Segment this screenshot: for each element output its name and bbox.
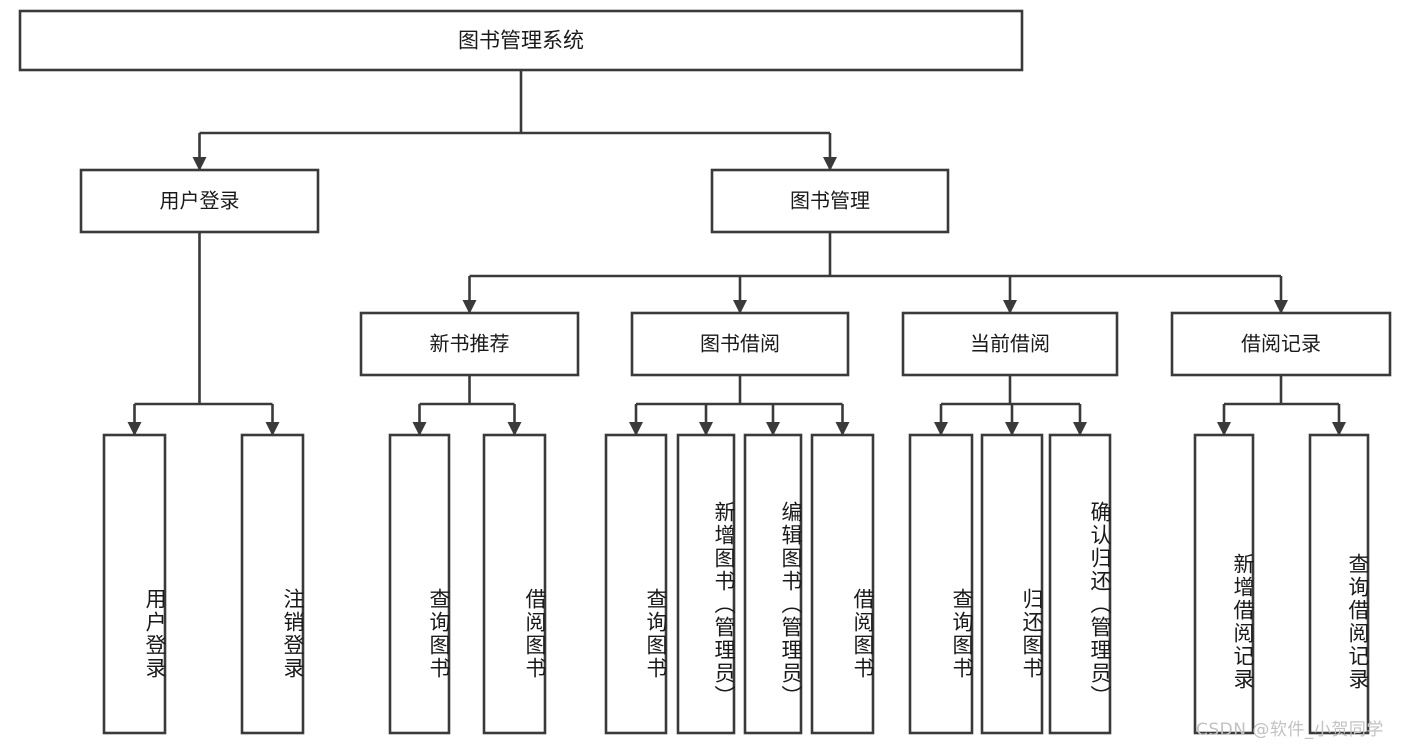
arrow-head-icon bbox=[462, 300, 477, 314]
node-box-新增图书管理员[interactable] bbox=[676, 433, 736, 735]
connectors-layer bbox=[127, 70, 1346, 436]
node-box-查询借阅记录[interactable] bbox=[1308, 433, 1370, 735]
arrow-head-icon bbox=[507, 422, 522, 436]
arrow-head-icon bbox=[412, 422, 427, 436]
node-box-图书借阅[interactable] bbox=[630, 311, 850, 377]
arrow-head-icon bbox=[766, 422, 780, 436]
node-label-图书管理系统: 图书管理系统 bbox=[458, 29, 584, 53]
arrow-head-icon bbox=[1332, 422, 1346, 436]
node-box-查询图书[interactable] bbox=[604, 433, 668, 735]
node-box-注销登录[interactable] bbox=[240, 433, 305, 735]
node-box-归还图书[interactable] bbox=[980, 433, 1044, 735]
node-box-查询图书[interactable] bbox=[388, 433, 451, 735]
arrow-head-icon bbox=[733, 300, 747, 314]
node-label-新书推荐: 新书推荐 bbox=[430, 332, 510, 356]
arrow-head-icon bbox=[1217, 422, 1231, 436]
node-box-新增借阅记录[interactable] bbox=[1193, 433, 1255, 735]
node-label-图书管理: 图书管理 bbox=[790, 189, 870, 213]
arrow-head-icon bbox=[1003, 300, 1017, 314]
arrow-head-icon bbox=[835, 422, 850, 436]
node-box-用户登录[interactable] bbox=[102, 433, 167, 735]
node-label-图书借阅: 图书借阅 bbox=[700, 332, 780, 356]
arrow-head-icon bbox=[699, 422, 713, 436]
node-box-借阅图书[interactable] bbox=[482, 433, 547, 735]
node-label-当前借阅: 当前借阅 bbox=[970, 332, 1050, 356]
arrow-head-icon bbox=[823, 157, 837, 171]
node-box-图书管理[interactable] bbox=[710, 168, 950, 234]
node-box-当前借阅[interactable] bbox=[901, 311, 1119, 377]
node-box-查询图书[interactable] bbox=[908, 433, 974, 735]
node-box-借阅记录[interactable] bbox=[1170, 311, 1392, 377]
node-box-图书管理系统[interactable] bbox=[18, 9, 1024, 72]
boxes-layer bbox=[18, 9, 1392, 735]
arrow-head-icon bbox=[1073, 422, 1087, 436]
node-box-确认归还管理员[interactable] bbox=[1048, 433, 1112, 735]
arrow-head-icon bbox=[629, 422, 643, 436]
node-label-用户登录: 用户登录 bbox=[160, 189, 240, 213]
arrow-head-icon bbox=[265, 422, 280, 436]
node-box-用户登录[interactable] bbox=[79, 168, 320, 234]
node-label-借阅记录: 借阅记录 bbox=[1241, 332, 1321, 356]
csdn-watermark: CSDN @软件_小贺同学 bbox=[1196, 720, 1384, 740]
node-box-编辑图书管理员[interactable] bbox=[743, 433, 803, 735]
node-box-借阅图书[interactable] bbox=[810, 433, 875, 735]
node-box-新书推荐[interactable] bbox=[359, 311, 580, 377]
arrow-head-icon bbox=[1274, 300, 1288, 314]
arrow-head-icon bbox=[934, 422, 948, 436]
arrow-head-icon bbox=[1005, 422, 1019, 436]
arrow-head-icon bbox=[192, 157, 207, 171]
arrow-head-icon bbox=[127, 422, 142, 436]
